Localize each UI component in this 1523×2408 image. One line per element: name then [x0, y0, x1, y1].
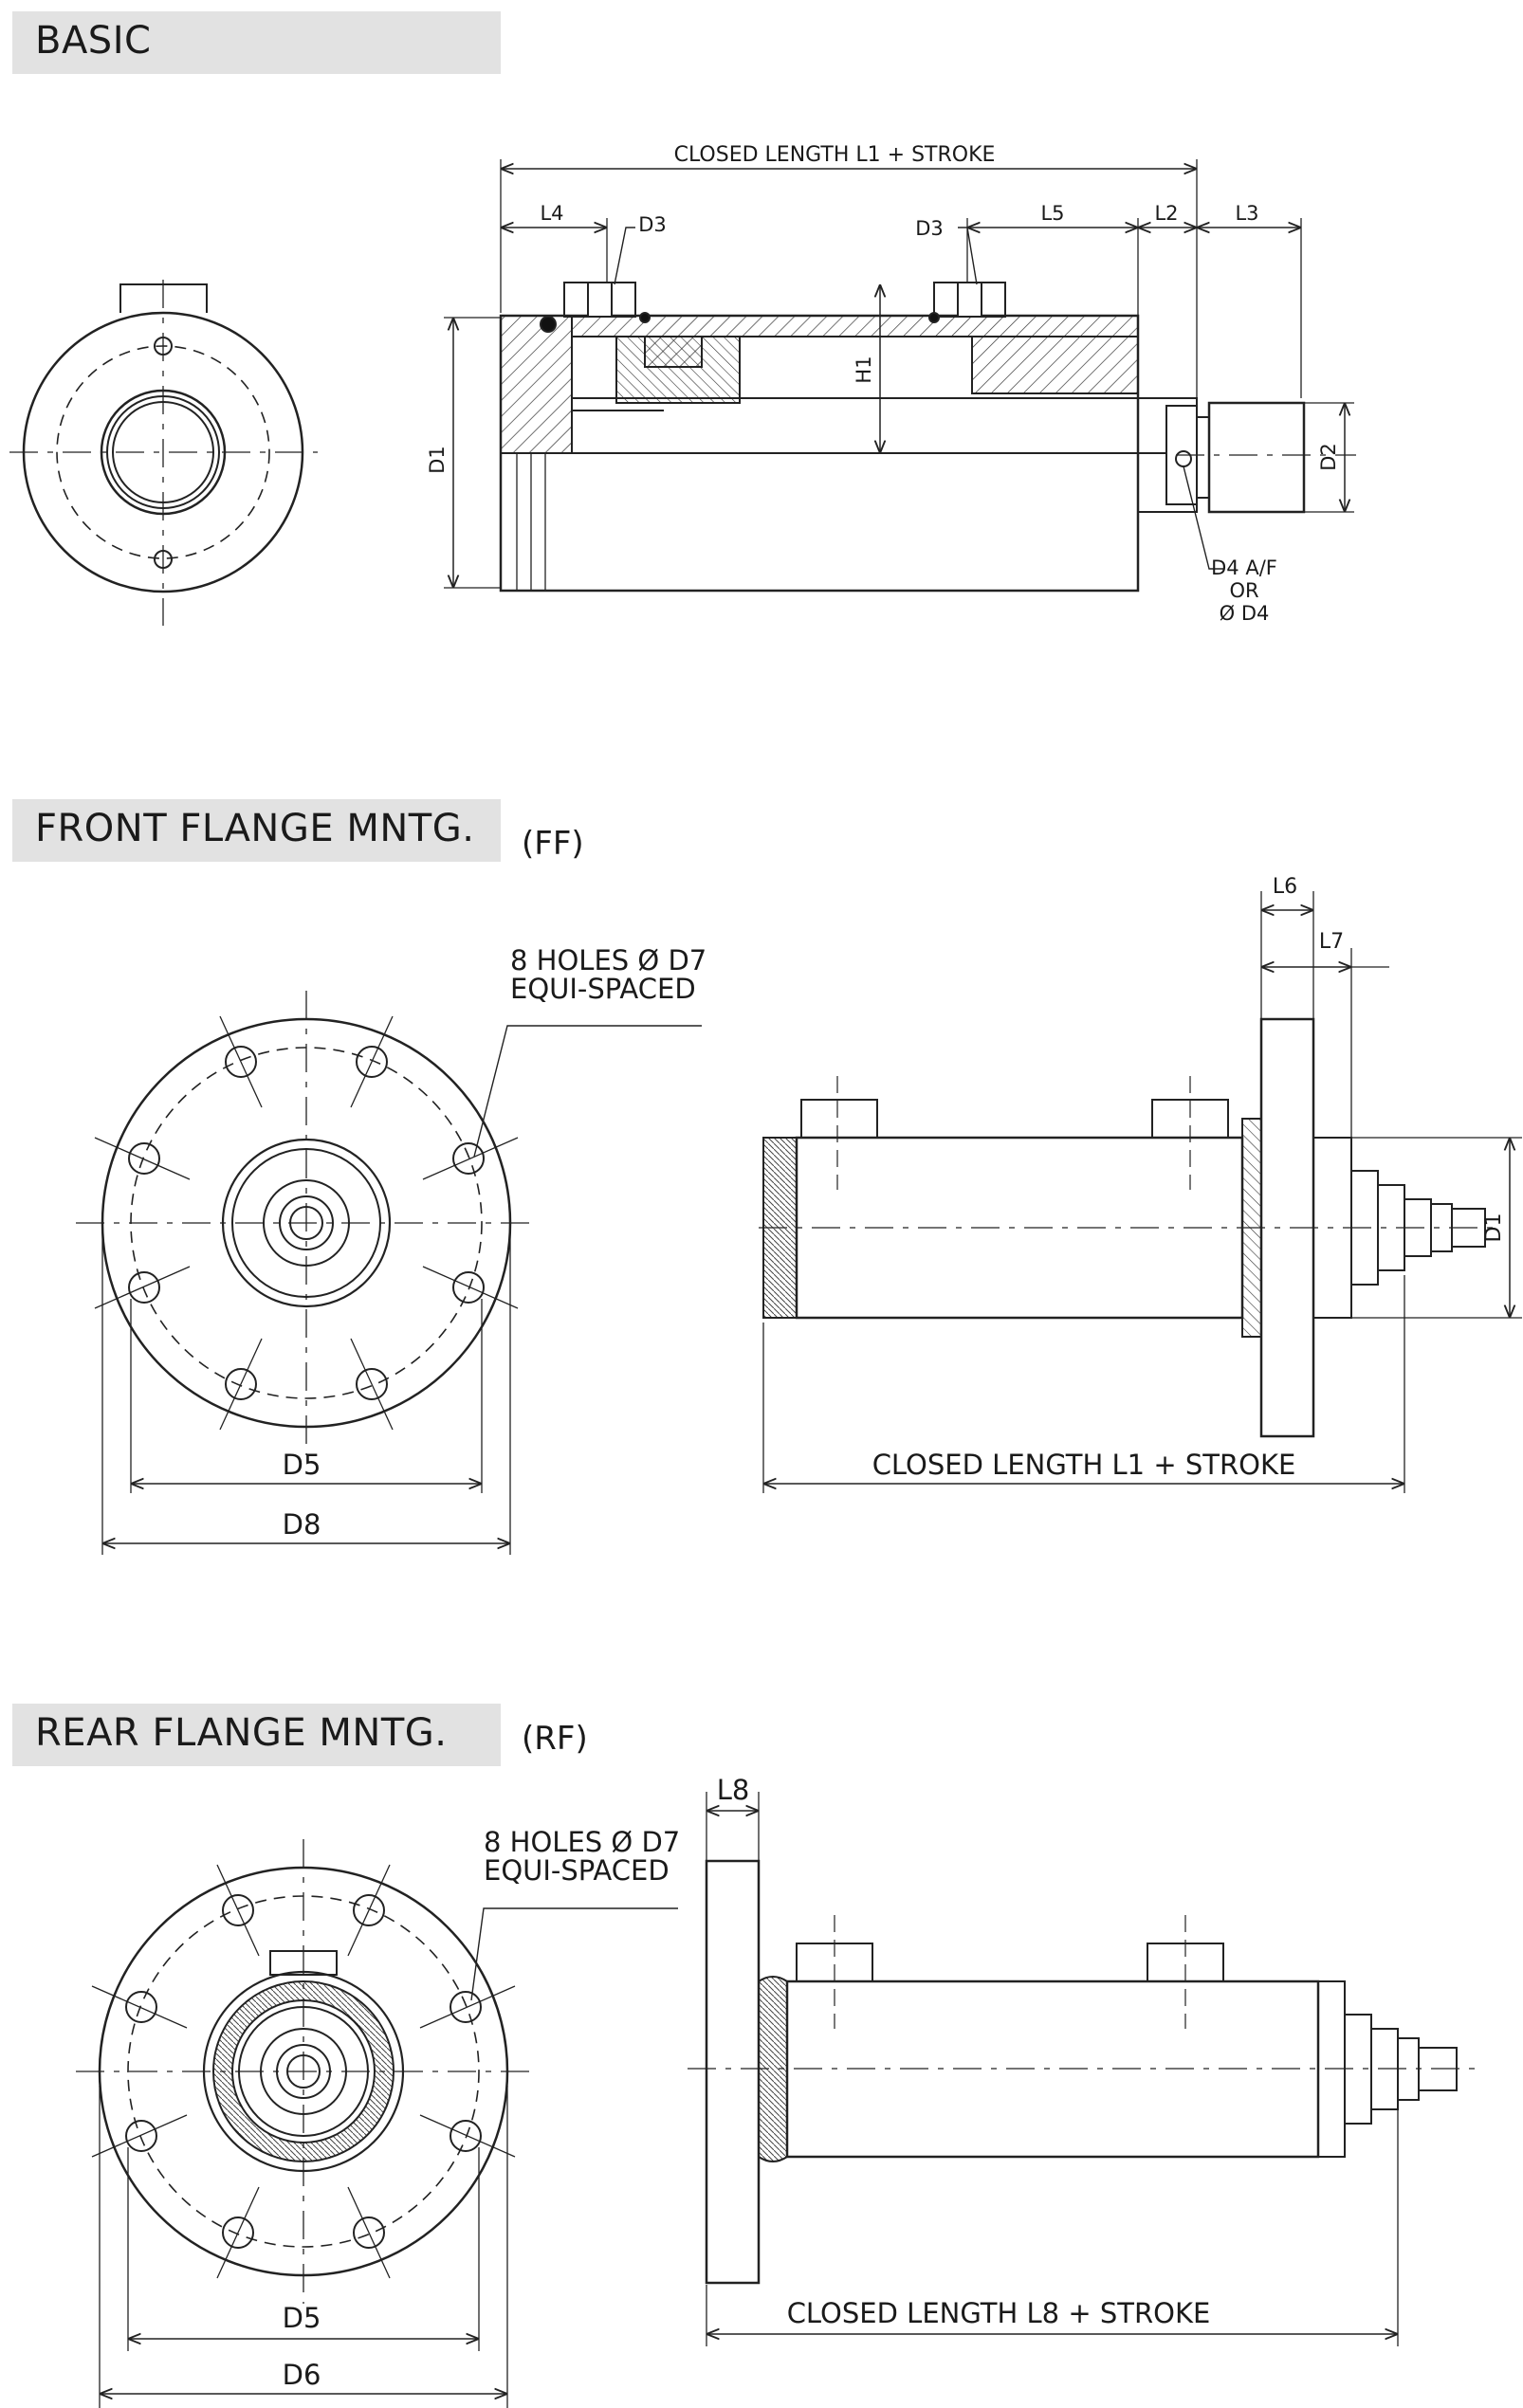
basic-d3-right-label: D3: [915, 217, 944, 240]
section-header-rear-flange: REAR FLANGE MNTG.: [12, 1704, 501, 1766]
section-title-front-flange: FRONT FLANGE MNTG.: [35, 807, 475, 850]
ff-holes-line2: EQUI-SPACED: [510, 973, 696, 1005]
basic-d1-label: D1: [426, 446, 449, 474]
rf-d5-label: D5: [283, 2302, 321, 2334]
basic-closed-length-label: CLOSED LENGTH L1 + STROKE: [674, 143, 996, 167]
ff-holes-line1: 8 HOLES Ø D7: [510, 944, 706, 976]
ff-d8-label: D8: [283, 1508, 321, 1541]
basic-section-view: [444, 159, 1356, 593]
section-title-rear-flange: REAR FLANGE MNTG.: [35, 1711, 448, 1755]
ff-closed-length-label: CLOSED LENGTH L1 + STROKE: [872, 1449, 1296, 1481]
basic-l4-label: L4: [540, 202, 563, 225]
basic-l5-label: L5: [1040, 202, 1064, 225]
rf-holes-line1: 8 HOLES Ø D7: [484, 1826, 680, 1858]
basic-d3-left-label: D3: [638, 213, 667, 236]
rf-holes-line2: EQUI-SPACED: [484, 1854, 670, 1887]
ff-l6-label: L6: [1273, 875, 1297, 899]
rf-bolt-holes: [125, 1894, 482, 2249]
rf-closed-length-label: CLOSED LENGTH L8 + STROKE: [787, 2297, 1211, 2329]
ff-bolt-holes: [128, 1046, 485, 1400]
basic-d4-line1: D4 A/F: [1211, 556, 1277, 579]
section-title-basic: BASIC: [35, 19, 152, 63]
section-header-front-flange: FRONT FLANGE MNTG.: [12, 799, 501, 862]
rf-side-view: [688, 1792, 1479, 2346]
ff-l7-label: L7: [1319, 930, 1344, 954]
section-tag-ff: (FF): [522, 825, 584, 863]
basic-h1-label: H1: [853, 356, 875, 383]
basic-l2-label: L2: [1154, 202, 1178, 225]
basic-end-view: [9, 280, 318, 626]
section-header-basic: BASIC: [12, 11, 501, 74]
section-tag-rf: (RF): [522, 1720, 588, 1758]
ff-d1-label: D1: [1482, 1213, 1506, 1243]
basic-l3-label: L3: [1235, 202, 1258, 225]
rf-d6-label: D6: [283, 2359, 321, 2391]
ff-end-view: [76, 991, 702, 1555]
ff-side-view: [759, 891, 1522, 1493]
basic-d2-label: D2: [1317, 443, 1340, 471]
rf-l8-label: L8: [717, 1774, 750, 1806]
basic-d4-line2: OR: [1229, 579, 1258, 602]
rf-end-view: [76, 1839, 678, 2408]
basic-d4-line3: Ø D4: [1220, 602, 1270, 625]
ff-d5-label: D5: [283, 1449, 321, 1481]
